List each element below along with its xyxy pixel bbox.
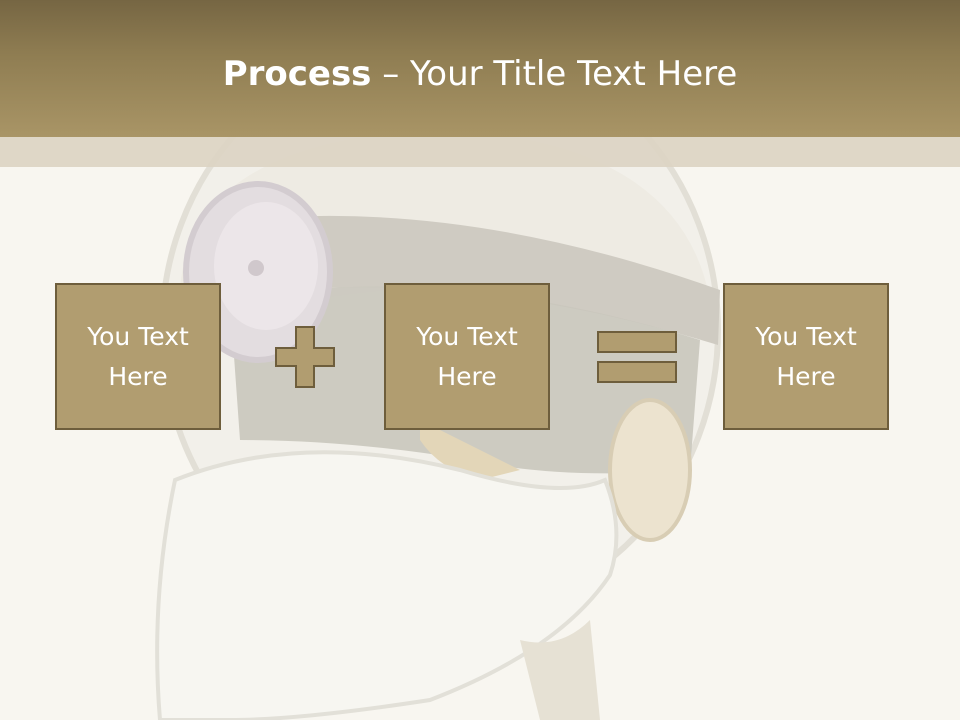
slide-title-rest: – Your Title Text Here: [371, 54, 738, 94]
process-box-1[interactable]: You Text Here: [55, 283, 221, 430]
process-box-2[interactable]: You Text Here: [384, 283, 550, 430]
slide-title[interactable]: Process – Your Title Text Here: [0, 52, 960, 96]
process-box-3[interactable]: You Text Here: [723, 283, 889, 430]
slide-title-bold: Process: [222, 54, 372, 94]
header-accent-strip: [0, 137, 960, 167]
process-box-2-text: You Text Here: [416, 321, 518, 391]
equals-icon: [597, 331, 677, 383]
header-bar: [0, 0, 960, 137]
plus-icon: [275, 326, 335, 388]
process-box-1-text: You Text Here: [87, 321, 189, 391]
process-box-3-text: You Text Here: [755, 321, 857, 391]
